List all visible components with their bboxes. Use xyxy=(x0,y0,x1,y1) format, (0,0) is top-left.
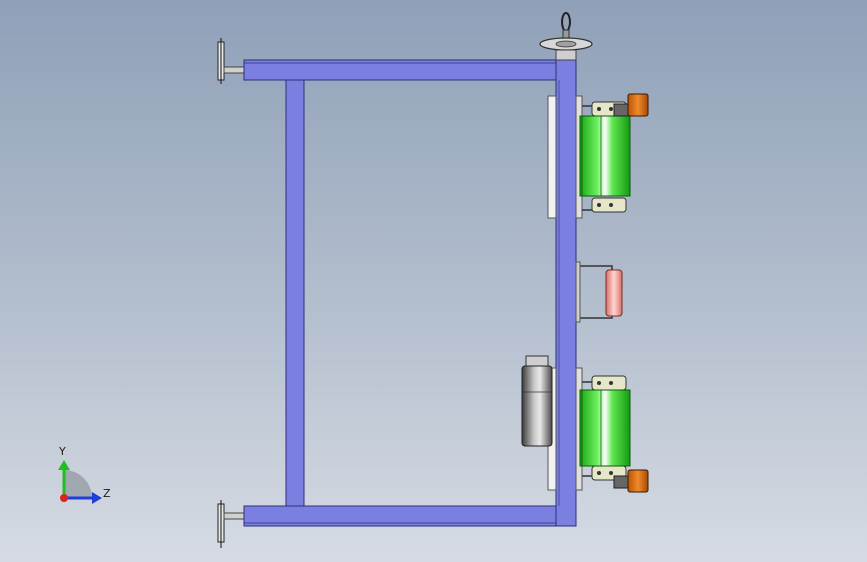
triad-quadrant xyxy=(64,470,92,498)
z-axis-label: Z xyxy=(103,487,111,500)
x-axis-dot xyxy=(60,494,68,502)
frame[interactable] xyxy=(243,59,577,527)
leveling-foot-bottom[interactable] xyxy=(217,500,245,548)
drive-roller-lower[interactable] xyxy=(579,375,631,481)
leveling-foot-top[interactable] xyxy=(217,38,245,84)
motor-lower[interactable] xyxy=(521,355,553,447)
handwheel[interactable] xyxy=(539,12,593,61)
z-axis-arrow xyxy=(92,492,102,504)
gear-motor-upper[interactable] xyxy=(613,93,649,117)
idler-roller[interactable] xyxy=(575,261,623,323)
y-axis-label: Y xyxy=(58,445,66,458)
y-axis-arrow xyxy=(58,460,70,470)
coordinate-triad: Y Z xyxy=(58,445,111,504)
drive-roller-upper[interactable] xyxy=(579,101,631,213)
gear-motor-lower[interactable] xyxy=(613,469,649,493)
